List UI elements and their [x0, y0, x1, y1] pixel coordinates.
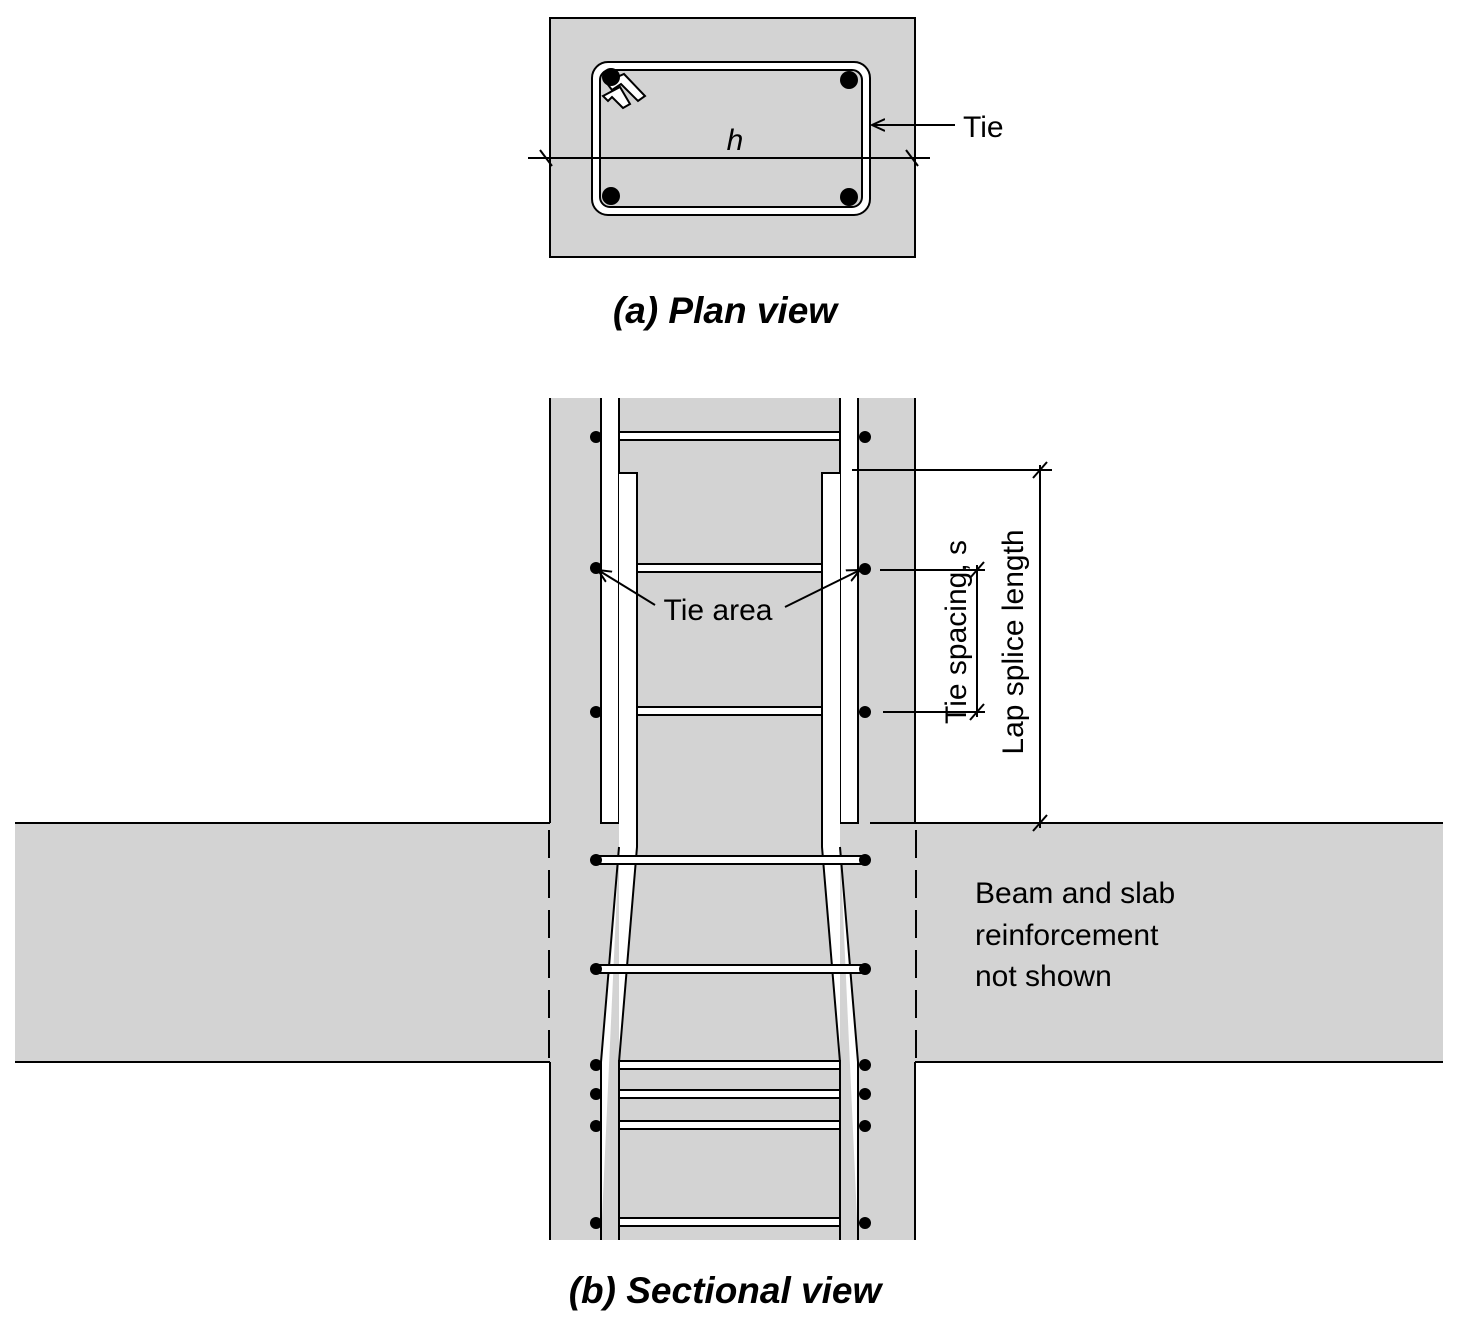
sectional-view-caption: (b) Sectional view — [569, 1270, 884, 1311]
dimension-h — [528, 149, 930, 167]
dimension-h-label: h — [727, 124, 744, 157]
tie-inner — [599, 69, 863, 208]
note-line-2: reinforcement — [975, 919, 1159, 952]
tie-spacing-label: Tie spacing, s — [940, 540, 973, 724]
lap-splice-length-label: Lap splice length — [997, 529, 1030, 754]
tie-label: Tie — [963, 111, 1004, 144]
tie-area-arrow-left — [598, 570, 656, 606]
note-line-1: Beam and slab — [975, 877, 1175, 910]
dimension-lines — [852, 461, 1052, 832]
ties — [591, 431, 869, 1227]
plan-view-caption: (a) Plan view — [613, 290, 839, 331]
plan-view: h Tie (a) Plan view — [528, 17, 1004, 331]
outlines — [15, 398, 1443, 1240]
sectional-view: Tie area Tie spacing, s Lap splice lengt… — [15, 398, 1443, 1311]
tie-area-arrow-right — [784, 570, 860, 608]
tie-area-label: Tie area — [664, 594, 773, 627]
note-line-3: not shown — [975, 960, 1112, 993]
longitudinal-bars — [602, 68, 858, 206]
